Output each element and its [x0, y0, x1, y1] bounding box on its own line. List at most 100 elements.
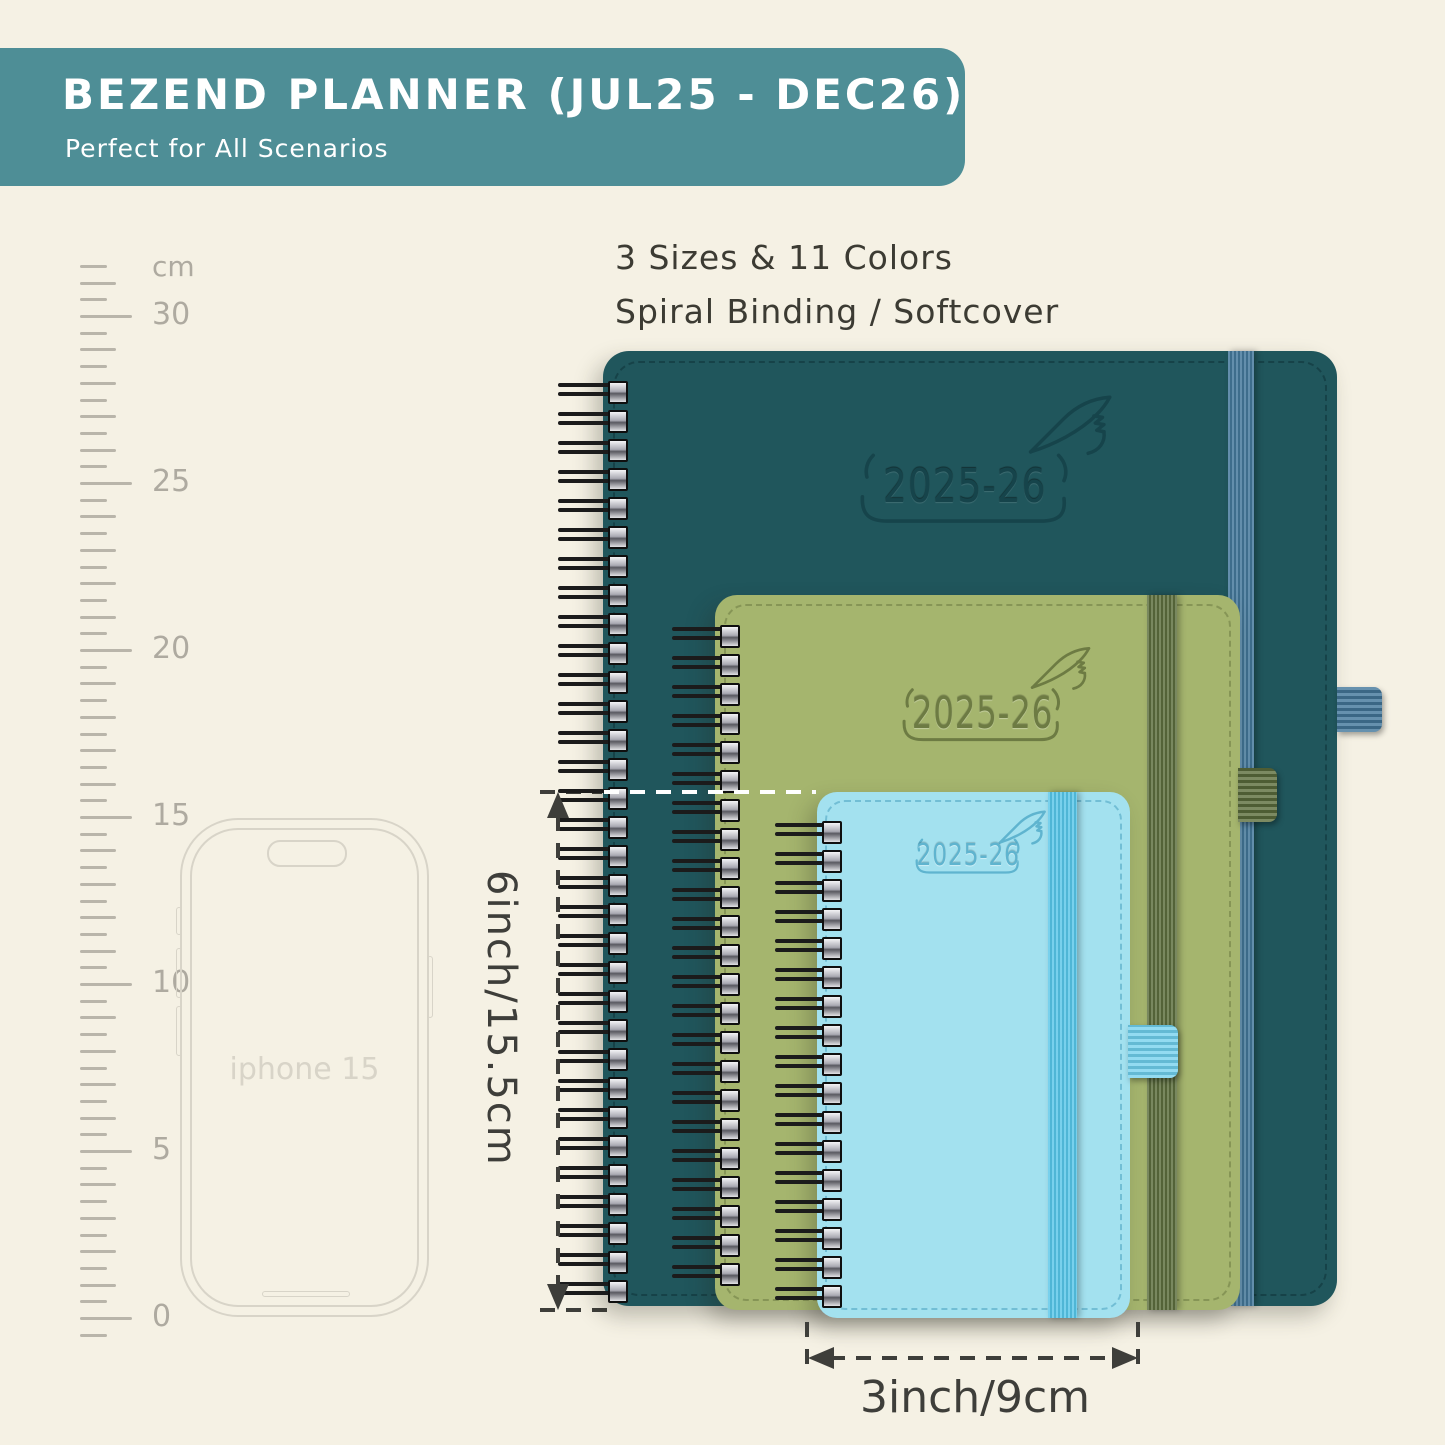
ruler-tick	[80, 1033, 107, 1037]
spiral-coil	[672, 1060, 740, 1083]
ruler-tick	[80, 465, 107, 469]
ruler-tick	[80, 1300, 107, 1304]
ruler-tick	[80, 1083, 116, 1087]
spiral-coil	[775, 1227, 842, 1250]
ruler-tick	[80, 281, 116, 285]
spiral-coil	[558, 1251, 628, 1274]
iphone-volume-up-button	[176, 948, 182, 998]
ruler-tick	[80, 1049, 116, 1053]
ruler-tick	[80, 582, 116, 586]
ruler-tick	[80, 348, 116, 352]
ruler-label: 5	[152, 1131, 172, 1167]
ruler-tick	[80, 398, 107, 402]
ruler-tick	[80, 966, 107, 970]
height-dim-label: 6inch/15.5cm	[478, 870, 524, 1167]
spiral-coil	[558, 758, 628, 781]
spiral-coil	[558, 845, 628, 868]
feather-icon	[1030, 647, 1091, 690]
height-guide-top-white	[604, 790, 816, 794]
spiral-coil	[775, 966, 842, 989]
spiral-coil	[775, 821, 842, 844]
ruler-label: 15	[152, 797, 191, 833]
planner-small-stitching	[825, 800, 1122, 1310]
ruler-tick	[80, 298, 107, 302]
ruler-tick	[80, 649, 132, 652]
spiral-coil	[672, 683, 740, 706]
width-guide-left	[805, 1322, 809, 1374]
ruler-label: 10	[152, 964, 191, 1000]
page-title: BEZEND PLANNER (JUL25 - DEC26)	[62, 70, 966, 119]
spiral-coil	[775, 850, 842, 873]
planner-small-year: 2025-26	[916, 837, 1020, 873]
planner-medium-year: 2025-26	[911, 687, 1053, 739]
feather-icon	[1028, 395, 1112, 456]
spiral-coil	[672, 1147, 740, 1170]
spiral-coil	[672, 1263, 740, 1286]
ruler-tick	[80, 482, 132, 485]
spiral-coil	[558, 584, 628, 607]
spiral-coil	[672, 828, 740, 851]
planner-large-year: 2025-26	[883, 459, 1047, 513]
planner-small-pen-loop	[1128, 1025, 1178, 1078]
spiral-coil	[558, 903, 628, 926]
spiral-coil	[775, 1140, 842, 1163]
ruler-tick	[80, 882, 116, 886]
spiral-coil	[672, 857, 740, 880]
spiral-coil	[775, 1053, 842, 1076]
spiral-coil	[775, 1256, 842, 1279]
spiral-coil	[775, 1082, 842, 1105]
spiral-coil	[672, 1118, 740, 1141]
planner-small-cover	[817, 792, 1130, 1318]
width-guide-right	[1136, 1322, 1140, 1374]
ruler-tick	[80, 949, 116, 953]
spiral-coil	[558, 439, 628, 462]
ruler-tick	[80, 1150, 132, 1153]
binding-text: Spiral Binding / Softcover	[615, 292, 1060, 331]
ruler-tick	[80, 264, 107, 268]
spiral-coil	[558, 671, 628, 694]
height-dim-line	[556, 816, 560, 1288]
spiral-coil	[558, 381, 628, 404]
spiral-coil	[558, 526, 628, 549]
width-dim-line	[830, 1356, 1116, 1360]
spiral-coil	[672, 1234, 740, 1257]
height-dim-arrow-down	[547, 1284, 569, 1310]
ruler-tick	[80, 999, 107, 1003]
spiral-coil	[775, 1169, 842, 1192]
feather-icon	[998, 810, 1046, 845]
planner-medium-cover	[715, 595, 1240, 1310]
ruler-tick	[80, 615, 116, 619]
spiral-coil	[672, 770, 740, 793]
spiral-coil	[558, 932, 628, 955]
spiral-coil	[775, 908, 842, 931]
ruler-tick	[80, 1099, 107, 1103]
spiral-coil	[775, 995, 842, 1018]
height-dim-arrow-up	[547, 792, 569, 818]
ruler-tick	[80, 983, 132, 986]
spiral-coil	[672, 886, 740, 909]
ruler-tick	[80, 1333, 107, 1337]
ruler-tick	[80, 765, 107, 769]
spiral-coil	[672, 1002, 740, 1025]
spiral-coil	[558, 1193, 628, 1216]
ruler-tick	[80, 899, 107, 903]
ruler-tick	[80, 532, 107, 536]
ruler-tick	[80, 799, 107, 803]
ruler-unit-label: cm	[152, 250, 195, 283]
spiral-coil	[558, 1077, 628, 1100]
planner-large-pen-loop	[1337, 687, 1382, 732]
iphone-label: iphone 15	[229, 1052, 380, 1087]
ruler-label: 0	[152, 1298, 172, 1334]
spiral-coil	[672, 712, 740, 735]
spiral-coil	[558, 1048, 628, 1071]
ruler-label: 20	[152, 630, 191, 666]
logo-bracket	[915, 838, 1020, 874]
ruler-tick	[80, 1183, 116, 1187]
spiral-coil	[672, 1089, 740, 1112]
iphone-dynamic-island	[266, 840, 347, 867]
iphone-volume-down-button	[176, 1006, 182, 1056]
spiral-coil	[558, 1222, 628, 1245]
width-dim-arrow-left	[808, 1347, 834, 1369]
ruler-tick	[80, 548, 116, 552]
spiral-coil	[775, 1285, 842, 1308]
